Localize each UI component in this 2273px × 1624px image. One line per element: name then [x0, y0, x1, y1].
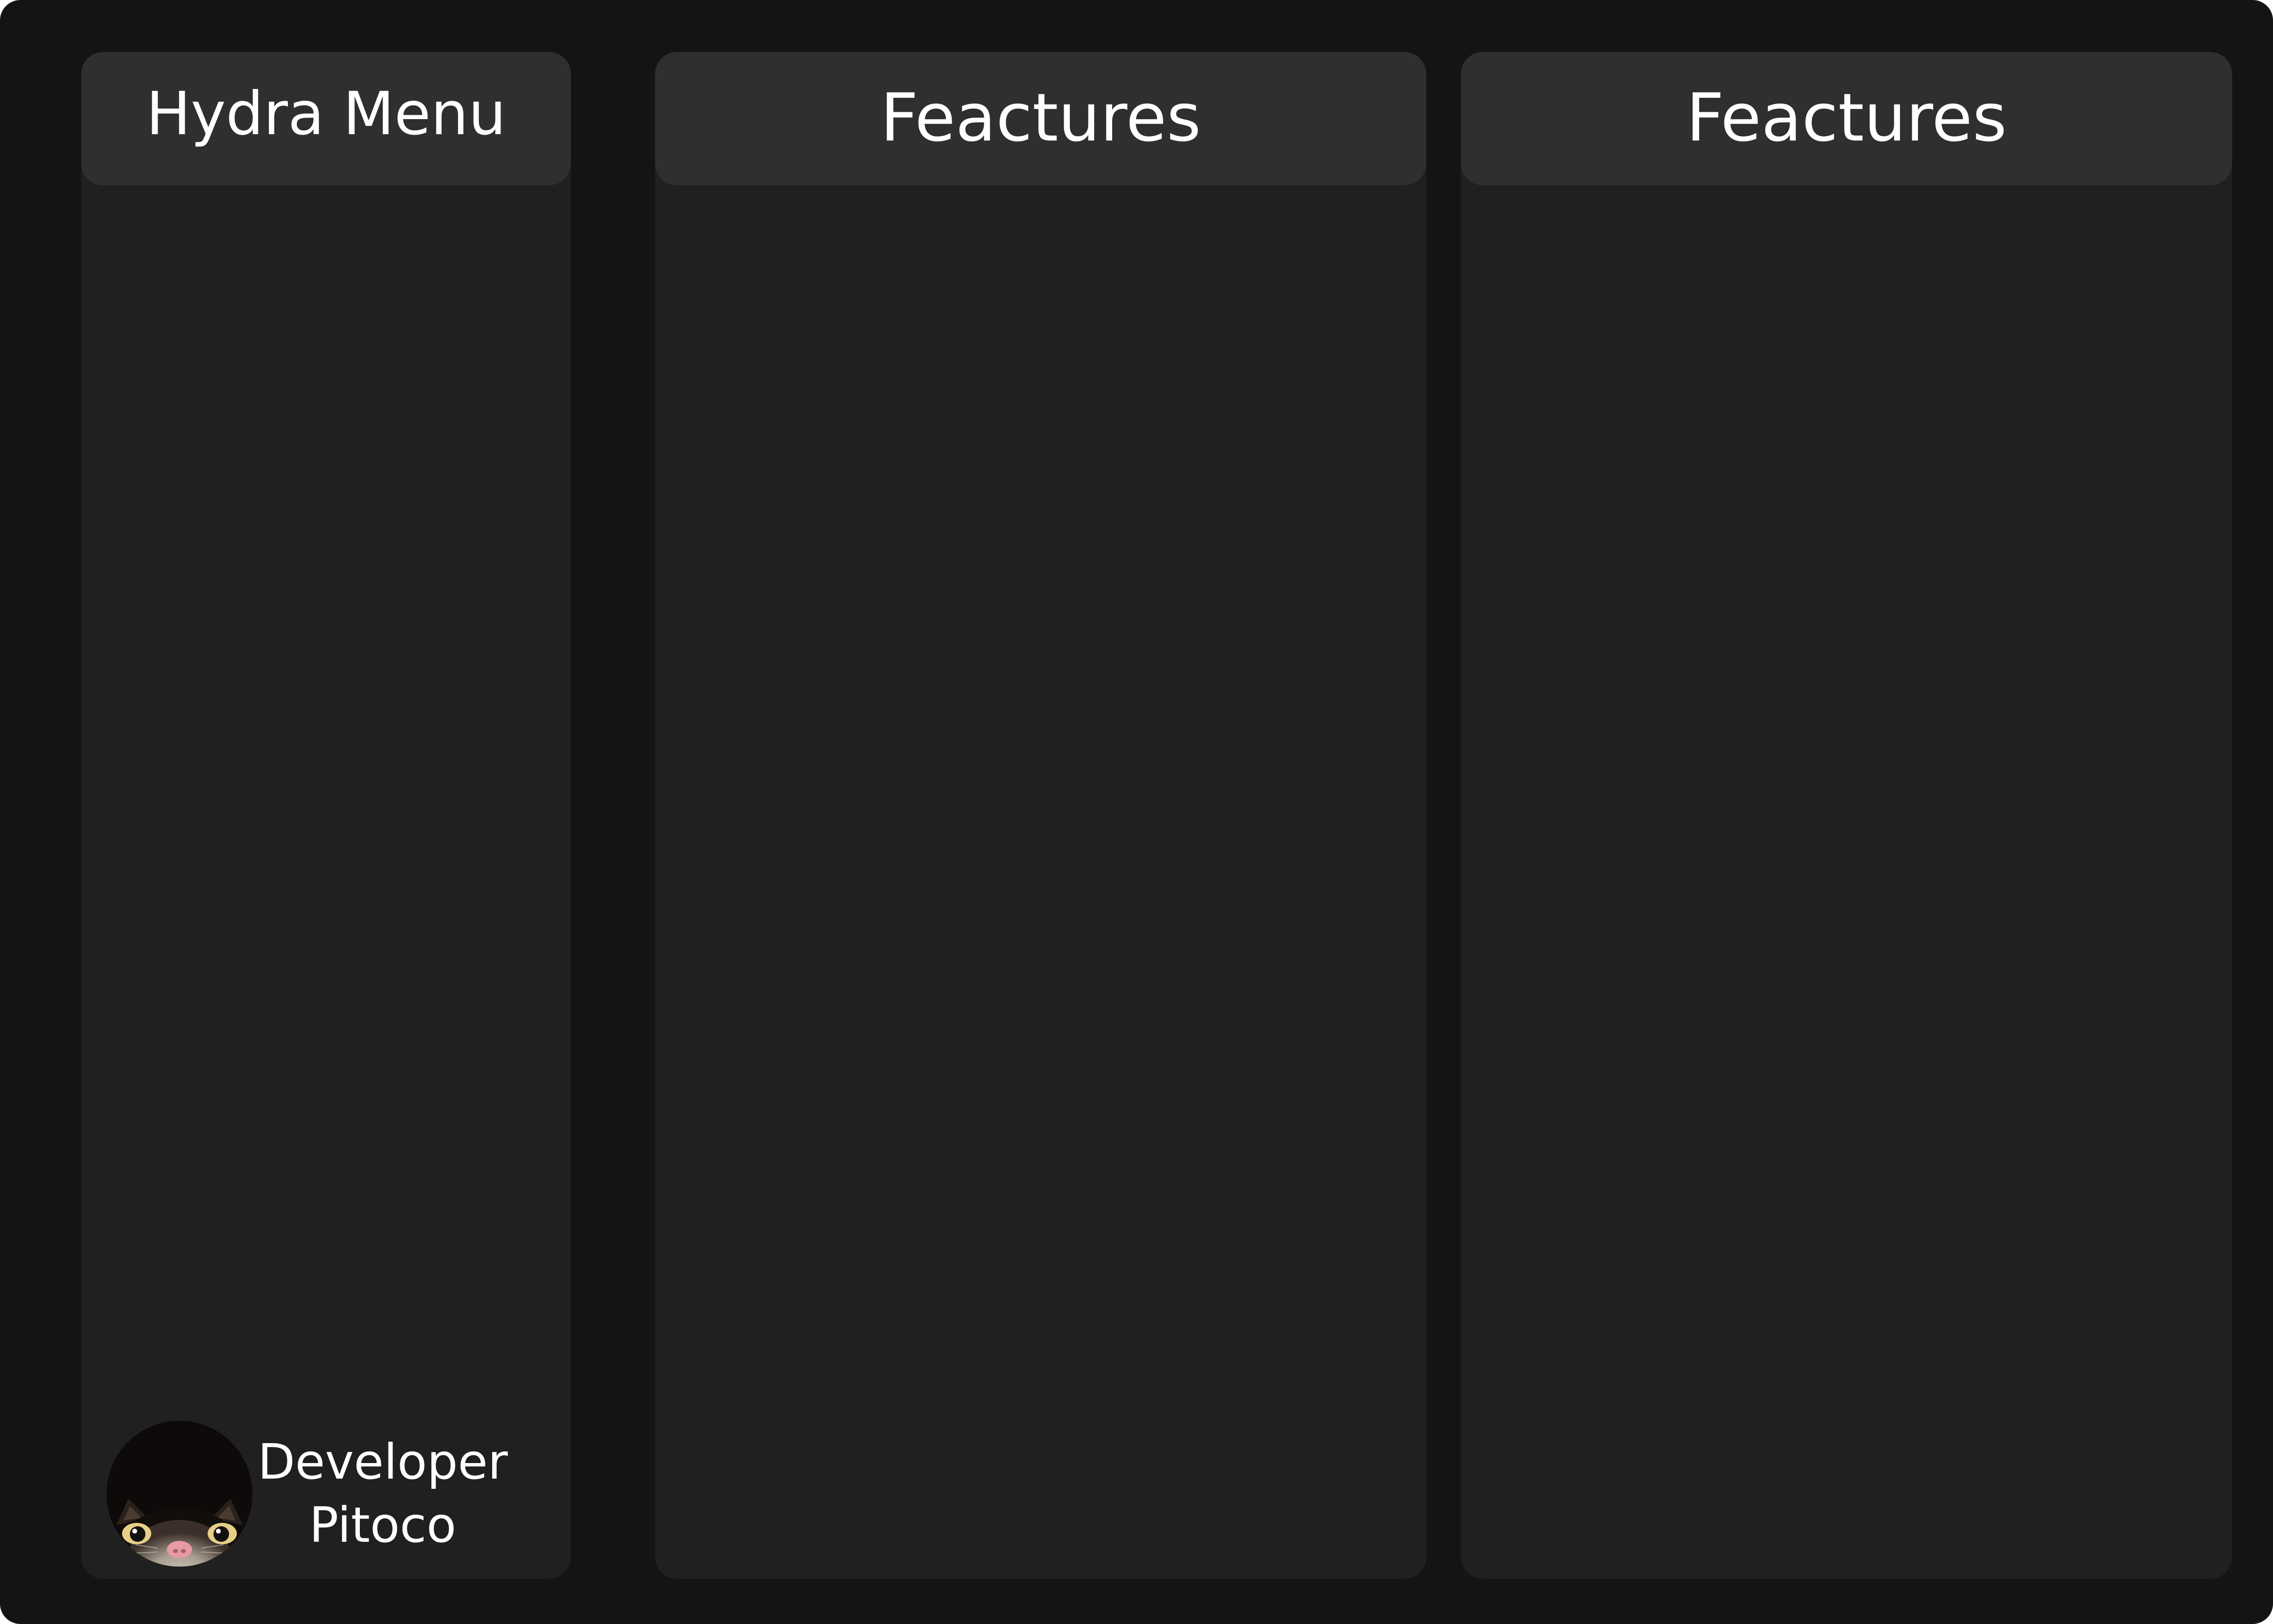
menu-panel-title: Hydra Menu [146, 79, 506, 148]
features-panel: Feactures [1461, 52, 2232, 1579]
features-panel: Feactures [655, 52, 1426, 1579]
profile-name: Pitoco [309, 1497, 457, 1553]
features-panel-header: Feactures [1461, 52, 2232, 185]
user-profile[interactable]: Developer Pitoco [107, 1421, 544, 1567]
features-panel-header: Feactures [655, 52, 1426, 185]
profile-text: Developer Pitoco [258, 1430, 508, 1557]
menu-panel-header: Hydra Menu [81, 52, 571, 185]
menu-panel: Hydra Menu [81, 52, 571, 1579]
avatar[interactable] [107, 1421, 252, 1567]
opossum-avatar-icon [107, 1421, 252, 1567]
features-panel-title: Feactures [880, 80, 1201, 157]
profile-role: Developer [257, 1433, 508, 1490]
features-panel-title: Feactures [1686, 80, 2007, 157]
